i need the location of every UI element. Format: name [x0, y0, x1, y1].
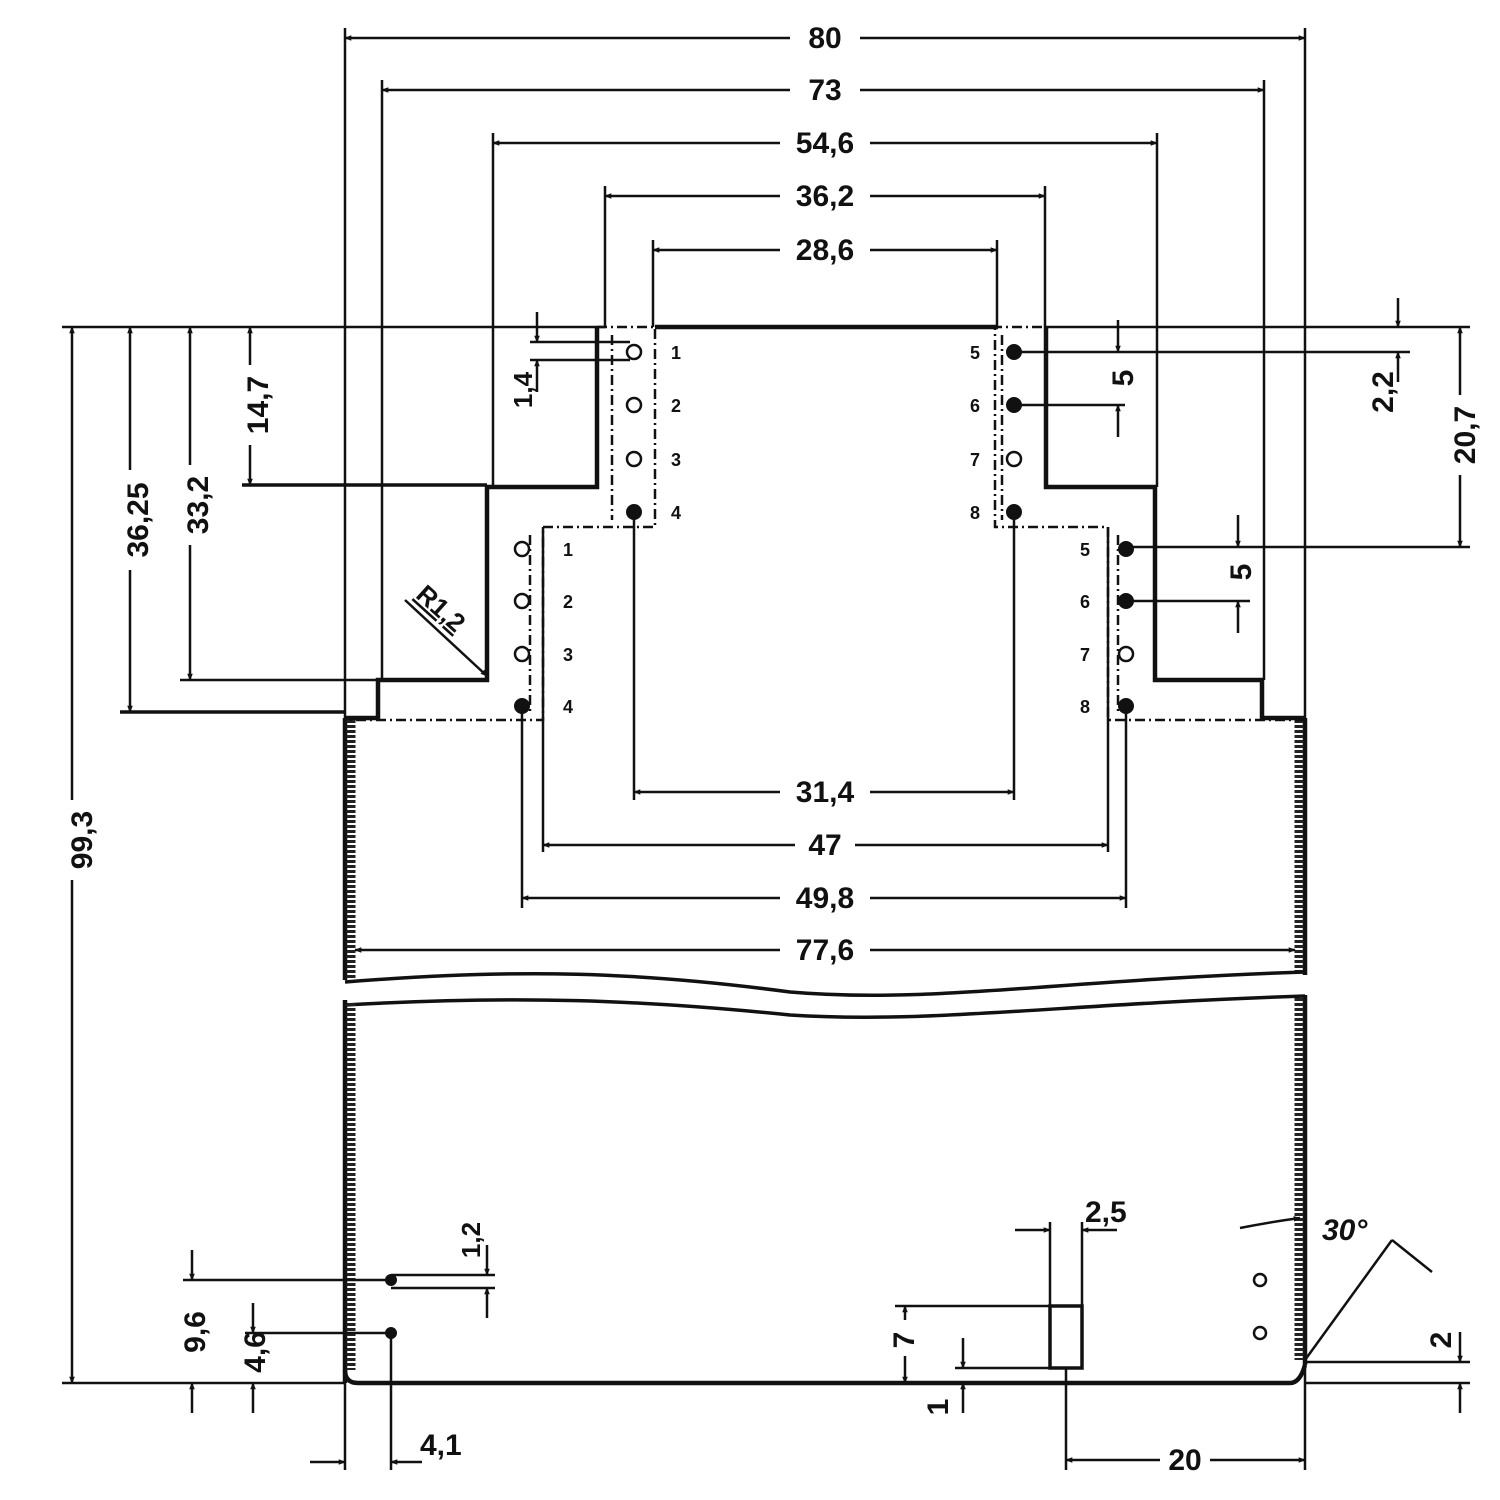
dimension-label: 99,3 — [66, 811, 99, 869]
dimension-label: 2,2 — [1367, 371, 1400, 413]
pin-hole — [513, 540, 531, 558]
pin-hole — [625, 396, 643, 414]
pin-label: 6 — [970, 396, 980, 416]
pcb-outlines — [345, 325, 1305, 722]
dimension-label: 7 — [888, 1332, 921, 1349]
pin-label: 6 — [1080, 592, 1090, 612]
dimension-label: 20,7 — [1449, 406, 1482, 464]
pin-label: 1 — [671, 343, 681, 363]
middle-dimensions: 31,4 47 49,8 77,6 — [354, 512, 1296, 967]
dimension-label: 73 — [808, 74, 841, 107]
pin-group-lower-left: 1 2 3 4 — [513, 540, 573, 717]
right-dimensions: 2,2 20,7 5 5 — [1014, 298, 1482, 633]
dimension-label: 1,2 — [456, 1222, 486, 1258]
angle-label: 30° — [1322, 1214, 1368, 1247]
upper-pcb-outline — [345, 325, 1305, 722]
pin-hole — [625, 343, 643, 361]
top-dimensions: 80 73 54,6 36,2 28,6 — [343, 20, 1307, 718]
left-dimensions: 99,3 36,25 33,2 14,7 1,4 R1,2 — [58, 312, 630, 1385]
dimension-label: 4,6 — [239, 1331, 272, 1373]
pin-label: 3 — [563, 645, 573, 665]
radius-label: R1,2 — [411, 579, 472, 638]
pin-label: 4 — [563, 697, 573, 717]
dimension-label: 77,6 — [796, 934, 854, 967]
pin-label: 3 — [671, 450, 681, 470]
pin-label: 5 — [1080, 540, 1090, 560]
dimension-label: 20 — [1168, 1444, 1201, 1477]
pin-label: 1 — [563, 540, 573, 560]
dimension-label: 80 — [808, 22, 841, 55]
top-stepped-outline — [345, 324, 1305, 721]
pin-group-lower-right: 5 6 7 8 — [1080, 540, 1135, 717]
pin-label: 7 — [1080, 645, 1090, 665]
pin-hole-filled — [1118, 541, 1134, 557]
pin-label: 7 — [970, 450, 980, 470]
bottom-detail-dimensions: 1,2 9,6 4,6 4,1 2,5 7 1 — [179, 1196, 1470, 1477]
hole-dot — [1252, 1272, 1268, 1288]
pin-hole — [513, 592, 531, 610]
dimension-label: 2 — [1425, 1332, 1458, 1349]
pin-label: 8 — [970, 503, 980, 523]
dimension-label: 47 — [808, 829, 841, 862]
break-line-lower — [344, 994, 1306, 1020]
pin-label: 4 — [671, 503, 681, 523]
dimension-label: 5 — [1225, 564, 1258, 581]
pin-label: 2 — [671, 396, 681, 416]
dimension-label: 5 — [1107, 370, 1140, 387]
hole-dot — [1252, 1325, 1268, 1341]
pin-label: 5 — [970, 343, 980, 363]
dimension-label: 36,2 — [796, 180, 854, 213]
bottom-edge — [342, 1364, 1308, 1386]
break-line-upper — [344, 970, 1306, 998]
pin-hole — [513, 645, 531, 663]
dimension-label: 1,4 — [508, 371, 538, 408]
dimension-label: 14,7 — [242, 376, 275, 434]
dimension-label: 33,2 — [182, 476, 215, 534]
pin-label: 8 — [1080, 697, 1090, 717]
dimension-label: 36,25 — [122, 482, 155, 557]
housing-outline — [342, 324, 1308, 1386]
pin-hole — [1005, 450, 1023, 468]
pin-slot — [1048, 1304, 1084, 1370]
dimension-label: 1 — [922, 1399, 955, 1416]
dimension-label: 54,6 — [796, 127, 854, 160]
dimension-label: 49,8 — [796, 882, 854, 915]
mounting-holes — [385, 1272, 1268, 1341]
pin-label: 2 — [563, 592, 573, 612]
dimension-label: 4,1 — [420, 1429, 462, 1462]
pin-hole — [625, 450, 643, 468]
dimension-label: 2,5 — [1085, 1196, 1127, 1229]
pin-group-upper-right: 5 6 7 8 — [970, 343, 1023, 523]
dimension-label: 28,6 — [796, 234, 854, 267]
dimension-label: 9,6 — [179, 1311, 212, 1353]
dimension-label: 31,4 — [796, 776, 855, 809]
pin-hole — [1117, 645, 1135, 663]
pin-group-upper-left: 1 2 3 4 — [625, 343, 681, 523]
